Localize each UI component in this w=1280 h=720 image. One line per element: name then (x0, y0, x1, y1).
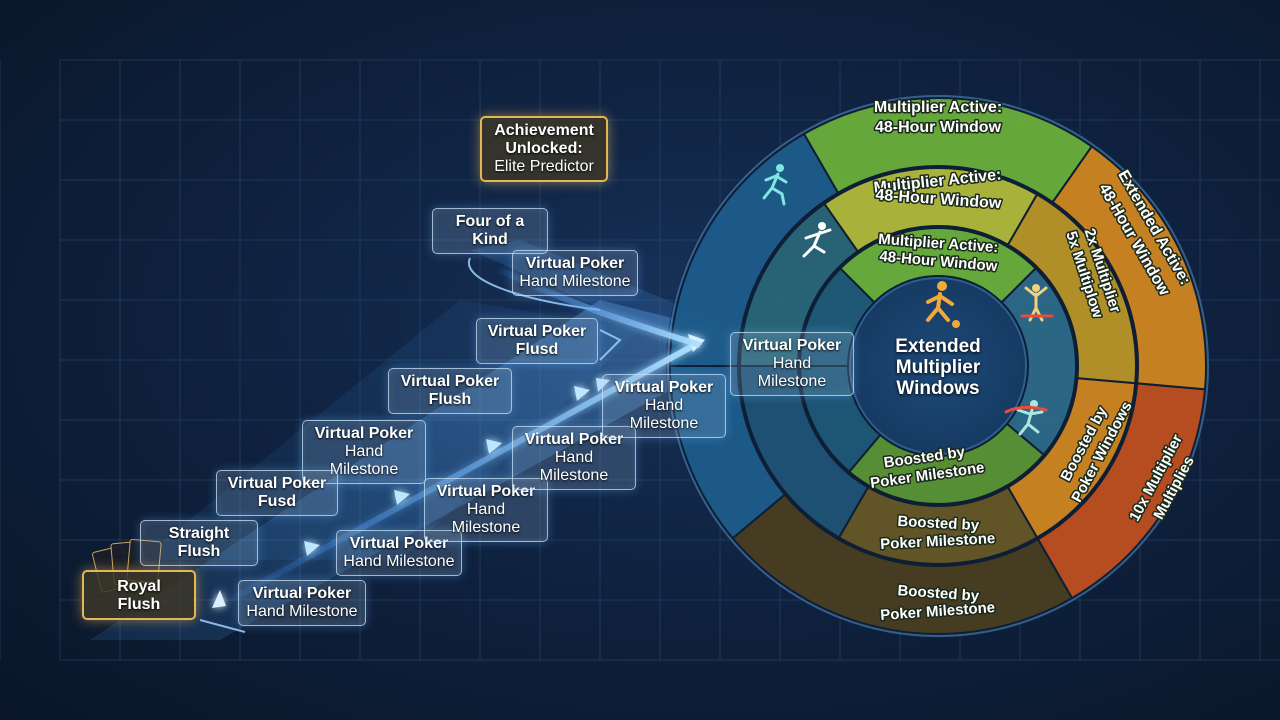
running-athlete-icon (762, 164, 788, 206)
straight-flush-box[interactable]: Straight Flush (140, 520, 258, 566)
four-kind-line-2: Kind (472, 231, 508, 248)
virtual-poker-hand-box-left[interactable]: Virtual Poker Hand Milestone (302, 420, 426, 484)
chevron-arrow-4 (574, 386, 590, 401)
virtual-poker-fusd-box[interactable]: Virtual Poker Fusd (216, 470, 338, 516)
virtual-poker-hand-box-low-2[interactable]: Virtual Poker Hand Milestone (336, 530, 462, 576)
straight-line-1: Straight (168, 525, 230, 542)
kicking-athlete-icon (802, 222, 832, 258)
virtual-poker-flush-box[interactable]: Virtual Poker Flush (388, 368, 512, 414)
arrow-top-shaft (498, 267, 701, 348)
vp-low-1-line-2: Hand Milestone (246, 603, 358, 620)
royal-line-1: Royal (117, 578, 161, 595)
inner-ring-segment-bottom (847, 422, 1046, 505)
chevron-arrows (304, 378, 610, 556)
virtual-poker-flusd-box[interactable]: Virtual Poker Flusd (476, 318, 598, 364)
vp-fusd-line-2: Fusd (257, 493, 297, 510)
chevron-arrow-1 (304, 541, 320, 556)
vp-low-5-line-1: Virtual Poker (614, 379, 714, 396)
virtual-poker-top-box[interactable]: Virtual Poker Hand Milestone (512, 250, 638, 296)
royal-flush-box[interactable]: Royal Flush (82, 570, 196, 620)
connector-lines (199, 257, 622, 633)
vp-low-5-line-2: Hand Milestone (629, 397, 699, 432)
connector-flusd (599, 329, 622, 361)
vp-fusd-line-1: Virtual Poker (227, 475, 327, 492)
center-title-line-3: Windows (896, 378, 980, 399)
vp-top-line-1: Virtual Poker (525, 255, 625, 272)
outer-top-label-1: Multiplier Active: (874, 99, 1002, 116)
chevron-arrow-5 (596, 378, 610, 392)
vp-entry-line-2: Hand Milestone (757, 355, 827, 390)
vp-low-4-line-2: Hand Milestone (539, 449, 609, 484)
virtual-poker-hand-box-low-5[interactable]: Virtual Poker Hand Milestone (602, 374, 726, 438)
arrows (212, 267, 705, 608)
achievement-line-2: Unlocked: (505, 140, 583, 157)
achievement-line-3: Elite Predictor (494, 158, 594, 175)
multiplier-rings (666, 94, 1210, 638)
virtual-poker-hand-box-low-4[interactable]: Virtual Poker Hand Milestone (512, 426, 636, 490)
arrow-main-shaft (228, 339, 702, 603)
vp-flush-line-1: Virtual Poker (400, 373, 500, 390)
outer-ring-segment-lower-left (668, 365, 787, 540)
ring-halo (667, 95, 1209, 637)
vp-low-3-line-2: Hand Milestone (451, 501, 521, 536)
inner-ring-segment-top (839, 227, 1037, 304)
four-of-a-kind-box[interactable]: Four of a Kind (432, 208, 548, 254)
beam-mid (140, 300, 640, 560)
chevron-arrow-3 (486, 439, 502, 454)
arrow-start-hook (212, 590, 226, 608)
center-title-line-2: Multiplier (895, 357, 981, 378)
connector-start (199, 619, 246, 633)
vp-low-3-line-1: Virtual Poker (436, 483, 536, 500)
vp-entry-line-1: Virtual Poker (742, 337, 842, 354)
vp-low-1-line-1: Virtual Poker (252, 585, 352, 602)
soccer-player-icon (926, 281, 960, 328)
vp-low-2-line-1: Virtual Poker (349, 535, 449, 552)
basketball-player-icon (1020, 284, 1054, 322)
virtual-poker-hand-box-entry[interactable]: Virtual Poker Hand Milestone (730, 332, 854, 396)
ring-core (849, 277, 1027, 455)
connector-top (467, 257, 601, 311)
sprinter-finish-icon (1004, 400, 1048, 436)
vp-flush-line-2: Flush (428, 391, 472, 408)
vp-flusd-line-2: Flusd (515, 341, 559, 358)
virtual-poker-hand-box-low-3[interactable]: Virtual Poker Hand Milestone (424, 478, 548, 542)
achievement-unlocked-box[interactable]: Achievement Unlocked: Elite Predictor (480, 116, 608, 182)
straight-line-2: Flush (177, 543, 221, 560)
middle-ring-segment-lower-left (738, 365, 870, 539)
inner-ring-segment-lower-left (798, 365, 882, 474)
vp-flusd-line-1: Virtual Poker (487, 323, 587, 340)
vp-low-2-line-2: Hand Milestone (343, 553, 455, 570)
four-kind-line-1: Four of a (455, 213, 525, 230)
center-title-line-1: Extended (895, 336, 981, 357)
outer-top-label-2: 48-Hour Window (875, 119, 1002, 136)
vp-top-line-2: Hand Milestone (519, 273, 631, 290)
vp-left-line-1: Virtual Poker (314, 425, 414, 442)
virtual-poker-hand-box-low-1[interactable]: Virtual Poker Hand Milestone (238, 580, 366, 626)
achievement-line-1: Achievement (494, 122, 594, 139)
sport-icons (762, 164, 1054, 436)
chevron-arrow-2 (394, 490, 410, 505)
vp-left-line-2: Hand Milestone (329, 443, 399, 478)
vp-low-4-line-1: Virtual Poker (524, 431, 624, 448)
royal-line-2: Flush (117, 596, 161, 613)
center-title: Extended Multiplier Windows (878, 336, 998, 399)
